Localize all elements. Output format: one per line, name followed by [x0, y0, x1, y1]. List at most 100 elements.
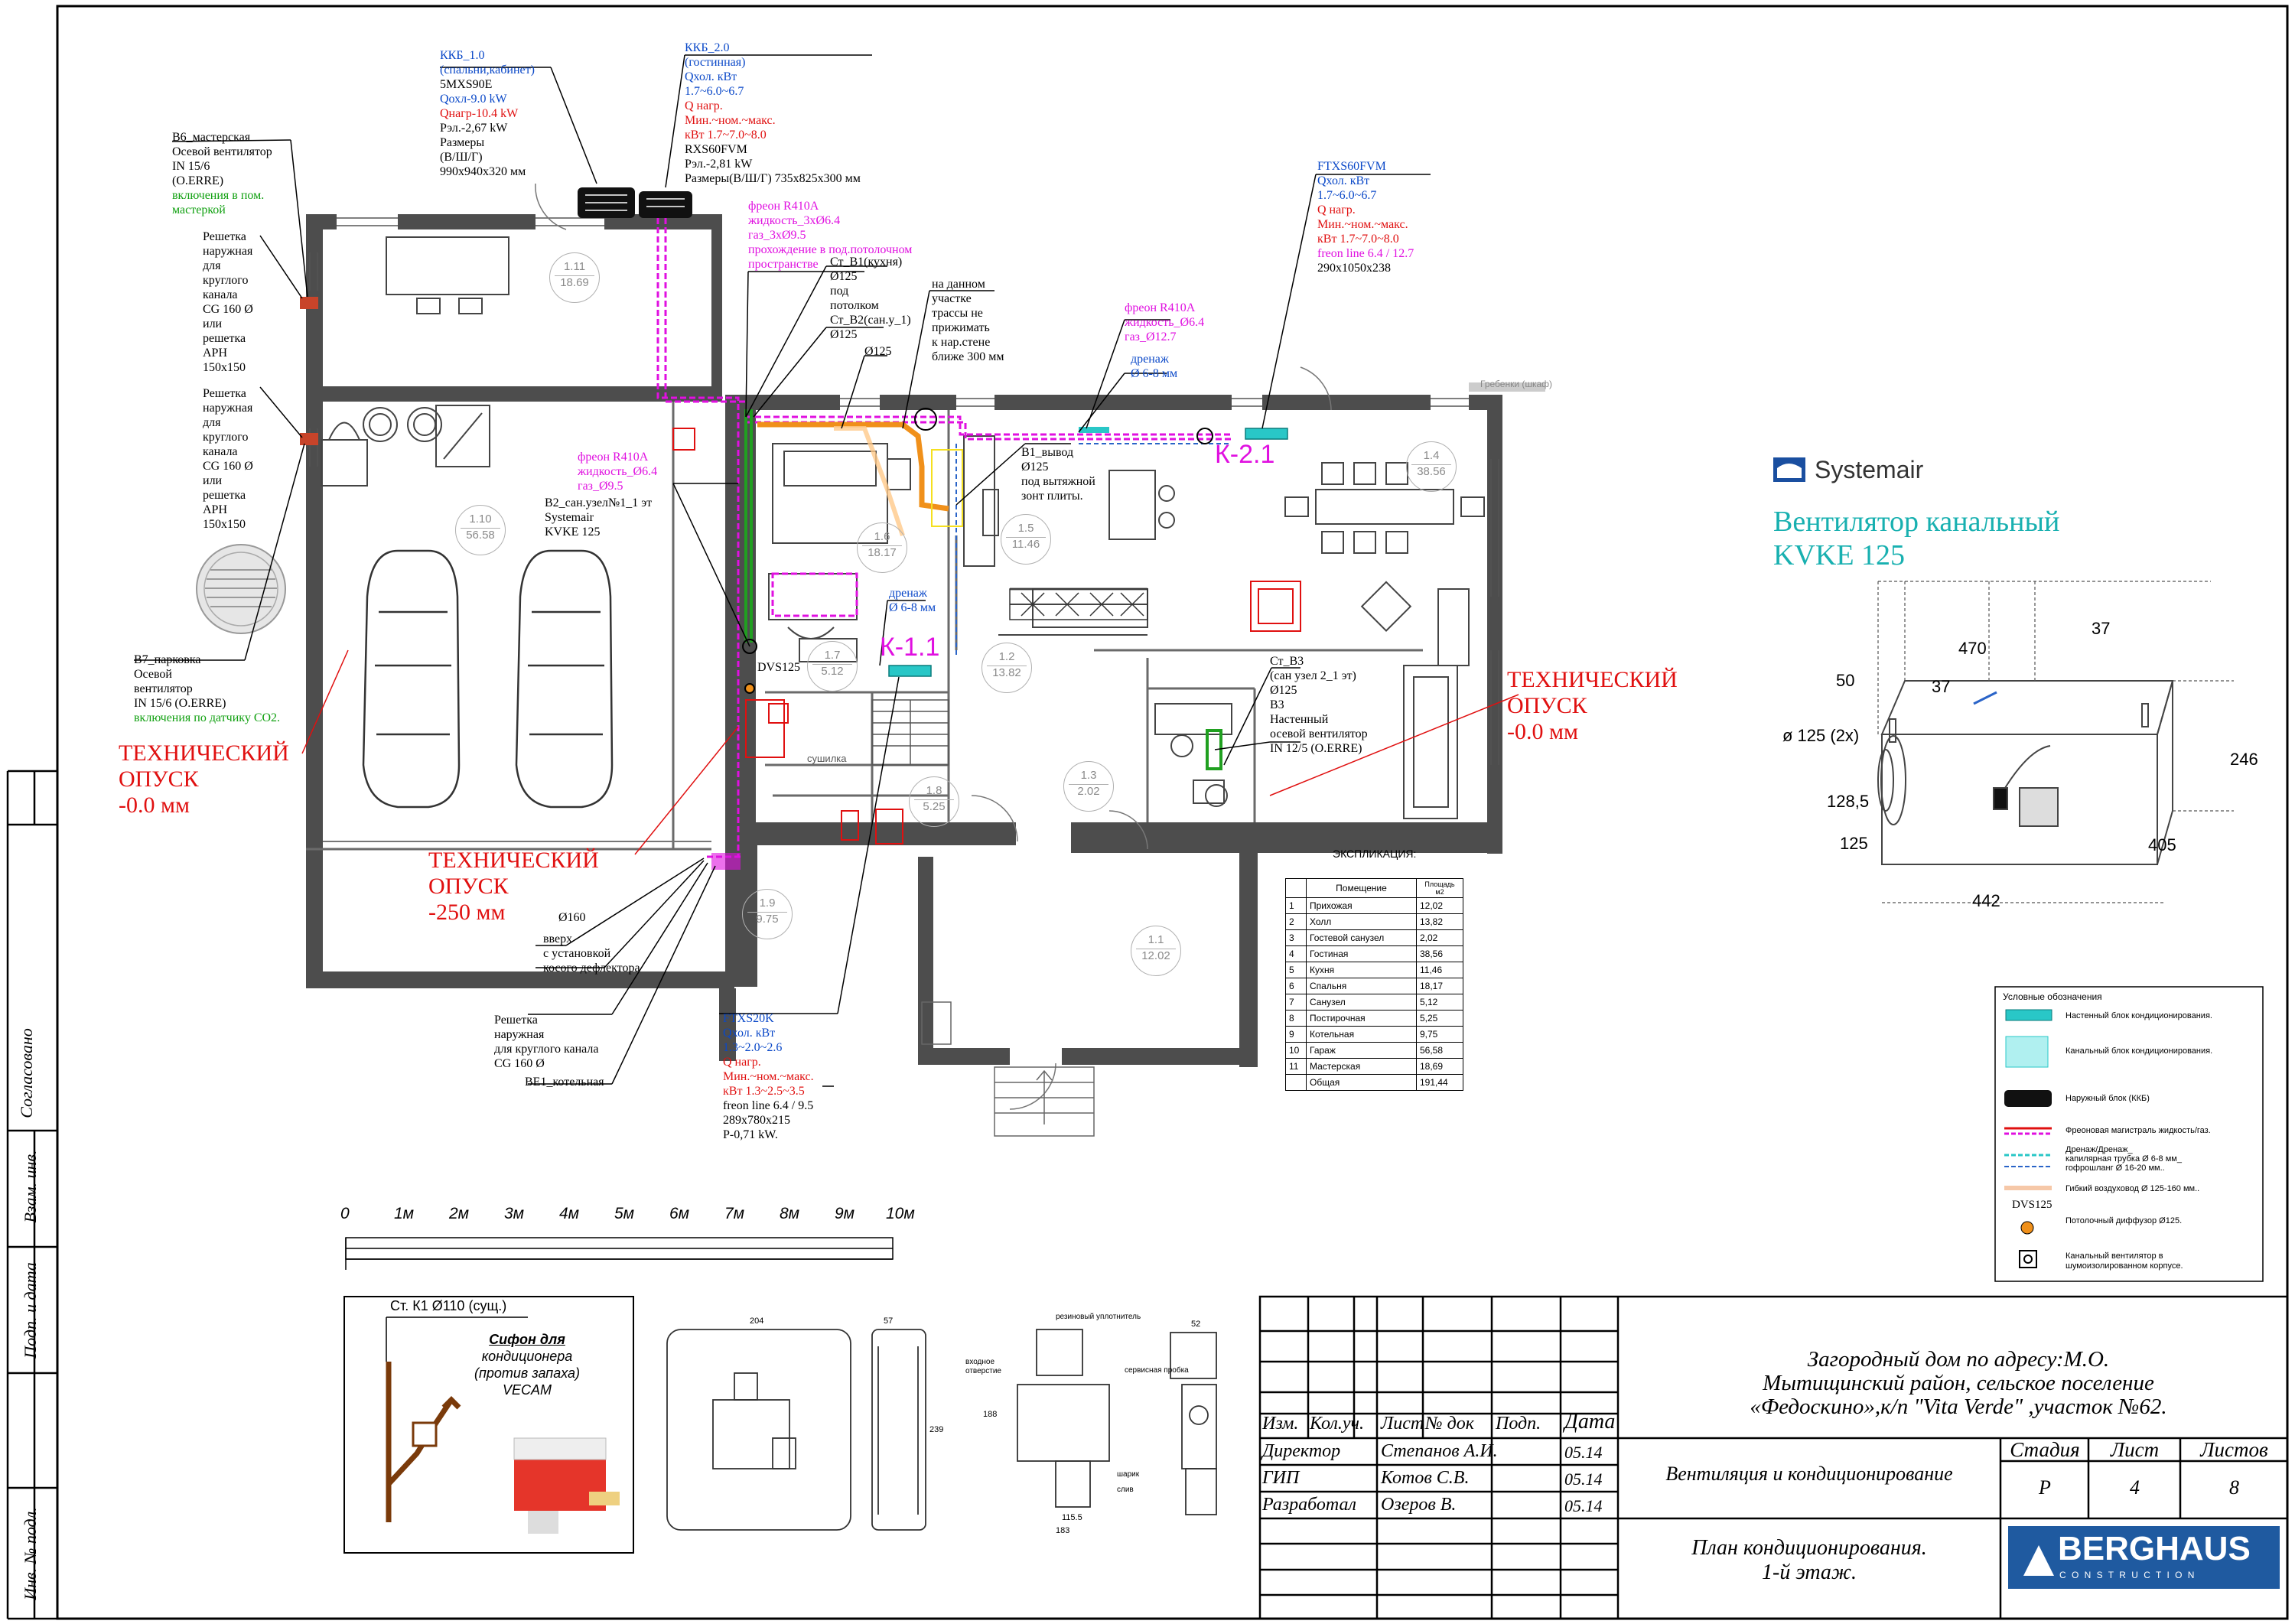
tb-gip-name: Котов С.В.	[1381, 1468, 1470, 1488]
detail-drawings	[666, 1329, 1217, 1531]
legend-dvs-label: DVS125	[2012, 1199, 2052, 1211]
b2-label: В2_сан.узел№1_1 эт Systemair KVKE 125	[545, 496, 653, 539]
legend-item-duct-unit: Канальный блок кондиционирования.	[2066, 1046, 2213, 1056]
det-204: 204	[750, 1316, 764, 1326]
kkb2-model: RXS60FVM	[685, 143, 747, 156]
sidebar-agreed: Согласовано	[17, 1028, 36, 1118]
tb-h-podp: Подп.	[1496, 1414, 1541, 1434]
scale-6: 6м	[669, 1205, 690, 1222]
legend-item-freon: Фреоновая магистраль жидкость/газ.	[2066, 1126, 2211, 1135]
kvke-dim-405: 405	[2148, 835, 2176, 854]
b7-l1: В7_парковка	[134, 653, 201, 666]
det-r6: слив	[1117, 1486, 1134, 1494]
kvke-dim-37b: 37	[1932, 677, 1951, 696]
scale-8: 8м	[780, 1205, 800, 1222]
ftxs60-qcool: 1.7~6.0~6.7	[1317, 189, 1377, 202]
sidebar-replace-inv: Взам. инв.	[21, 1150, 40, 1223]
ftxs60-freon: freon line 6.4 / 12.7	[1317, 247, 1414, 260]
sheet-frame	[56, 5, 2289, 1620]
grille1b-l4: канала	[203, 445, 238, 458]
internal-stairs	[871, 699, 949, 766]
kkb2-qcool-label: Qхол. кВт	[685, 70, 737, 83]
entrance-steps	[921, 1001, 1095, 1137]
kvke-dim-125x2: ø 125 (2x)	[1782, 726, 1860, 745]
scale-5: 5м	[614, 1205, 635, 1222]
door-swings	[535, 183, 1332, 1110]
kkb1-label: ККБ_1.0 (спальни,кабинет) 5MXS90E Qохл-9…	[440, 48, 535, 179]
ftxs60-title: FTXS60FVM	[1317, 160, 1386, 173]
explication-title: ЭКСПЛИКАЦИЯ:	[1333, 848, 1417, 860]
det-r3: входное отверстие	[965, 1358, 1001, 1375]
scale-4: 4м	[559, 1205, 580, 1222]
b6-l2: Осевой вентилятор	[172, 145, 272, 158]
kvke-dim-470: 470	[1958, 639, 1987, 658]
b7-l3: вентилятор	[134, 682, 193, 695]
systemair-brand: Systemair	[1815, 456, 1924, 483]
kkb2-pel: Рэл.-2,81 kW	[685, 158, 753, 171]
tb-stage-header: Стадия	[2010, 1438, 2080, 1461]
siphon-panel	[343, 1296, 634, 1554]
scale-7: 7м	[724, 1205, 745, 1222]
kvke-dim-125: 125	[1840, 834, 1868, 853]
grille1-l8: APH	[203, 347, 228, 360]
comb-label: Гребенки (шкаф)	[1480, 379, 1553, 389]
dryer-label: сушилка	[807, 753, 847, 764]
b3-label: Ст_В3 (сан узел 2_1 эт) Ø125 В3 Настенны…	[1270, 655, 1368, 755]
scale-0: 0	[340, 1205, 350, 1222]
vent-symbols	[742, 408, 1213, 694]
ftxs60-dims: 290x1050x238	[1317, 262, 1391, 275]
windows	[309, 217, 1499, 765]
grille1b-l6: или	[203, 474, 223, 487]
grille1-l3: круглого	[203, 274, 249, 287]
garage-cars	[362, 549, 614, 809]
kvke-dim-442: 442	[1972, 891, 2000, 910]
freon1-label: фреон R410A жидкость_3xØ6.4 газ_3xØ9.5 п…	[748, 200, 913, 271]
tb-director: Директор	[1262, 1441, 1341, 1461]
freon3-label: фреон R410A жидкость_Ø6.4 газ_Ø9.5	[578, 451, 658, 493]
grille1-l7: решетка	[203, 332, 246, 345]
project-address: Загородный дом по адресу:М.О. Мытищински…	[1750, 1347, 2167, 1419]
b6-l1: В6_мастерская	[172, 131, 251, 144]
kkb1-title: ККБ_1.0	[440, 49, 485, 62]
b6-g1: включения в пом.	[172, 189, 265, 202]
det-r2: сервисная пробка	[1125, 1366, 1189, 1375]
d160-label: Ø160	[558, 911, 586, 924]
kkb1-dims: 990x940x320 мм	[440, 165, 526, 178]
grille1b-l0: Решетка	[203, 387, 246, 400]
drain-lines	[955, 443, 1232, 658]
berghaus-logo	[2008, 1526, 2280, 1589]
det-r5: шарик	[1117, 1470, 1140, 1479]
tb-gip-date: 05.14	[1564, 1469, 1603, 1489]
tech-opening-living: ТЕХНИЧЕСКИЙ ОПУСК -0.0 мм	[1507, 667, 1678, 744]
kvke-dimensions	[1877, 581, 2234, 903]
grille1-l4: канала	[203, 288, 238, 301]
tech-leaders	[301, 649, 1519, 855]
tb-director-date: 05.14	[1564, 1443, 1603, 1462]
b7-g1: включения по датчику СО2.	[134, 711, 281, 724]
grille1b-l1: наружная	[203, 402, 253, 415]
kkb2-label: ККБ_2.0 (гостинная) Qхол. кВт 1.7~6.0~6.…	[685, 41, 861, 186]
siphon-drawing	[386, 1362, 461, 1522]
v1-label: В1_вывод Ø125 под вытяжной зонт плиты.	[1021, 446, 1095, 503]
k21-label: К-2.1	[1215, 440, 1275, 469]
legend-item-fan: Канальный вентилятор в шумоизолированном…	[2066, 1251, 2183, 1271]
grille1b-l5: CG 160 Ø	[203, 460, 253, 473]
ftxs60-label: FTXS60FVM Qхол. кВт 1.7~6.0~6.7 Q нагр. …	[1317, 159, 1414, 275]
bathroom-furniture	[1154, 703, 1232, 807]
grille1-l6: или	[203, 317, 223, 330]
ftxs60-qheat: кВт 1.7~7.0~8.0	[1317, 233, 1399, 246]
legend-box	[1994, 986, 2264, 1282]
